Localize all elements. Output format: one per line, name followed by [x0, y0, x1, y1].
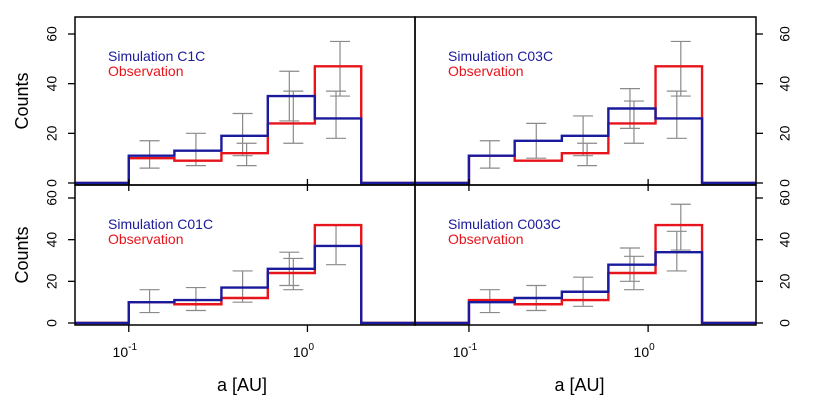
y-tick-label: 60 [777, 190, 793, 206]
y-tick-label: 40 [44, 76, 60, 92]
legend-entry: Observation [448, 63, 523, 79]
panel-frame [74, 16, 416, 186]
y-axis-label: Counts [12, 72, 32, 129]
legend-entry: Observation [108, 231, 183, 247]
y-tick-label: 40 [44, 232, 60, 248]
x-tick-label: 10-1 [453, 342, 478, 360]
histogram-series-simulation [75, 244, 415, 325]
panel-frame [74, 184, 416, 326]
y-tick-label: 60 [44, 26, 60, 42]
y-tick-label: 20 [777, 125, 793, 141]
y-tick-label: 60 [777, 26, 793, 42]
panel-frame [414, 184, 757, 326]
y-tick-label: 60 [44, 190, 60, 206]
histogram-series-simulation [75, 94, 415, 185]
histogram-series-observation [75, 65, 415, 185]
y-tick-label: 0 [44, 179, 60, 187]
y-tick-label: 20 [44, 125, 60, 141]
x-tick-label: 100 [293, 342, 315, 360]
legend-entry: Observation [448, 231, 523, 247]
y-tick-label: 20 [777, 273, 793, 289]
histogram-series-simulation [415, 250, 756, 325]
legend-entry: Observation [108, 63, 183, 79]
x-axis-label: a [AU] [554, 375, 604, 395]
y-axis-label: Counts [12, 226, 32, 283]
histogram-series-observation [415, 223, 756, 325]
legend-entry: Simulation C1C [108, 48, 205, 64]
histogram-series-simulation [415, 107, 756, 185]
x-axis-label: a [AU] [217, 375, 267, 395]
legend-entry: Simulation C03C [448, 48, 553, 64]
panel-frame [414, 16, 757, 186]
x-tick-label: 100 [634, 342, 656, 360]
legend-entry: Simulation C003C [448, 216, 561, 232]
y-tick-label: 40 [777, 76, 793, 92]
y-tick-label: 40 [777, 232, 793, 248]
y-tick-label: 0 [777, 319, 793, 327]
legend-entry: Simulation C01C [108, 216, 213, 232]
y-tick-label: 0 [777, 179, 793, 187]
y-tick-label: 20 [44, 273, 60, 289]
x-tick-label: 10-1 [113, 342, 138, 360]
y-tick-label: 0 [44, 319, 60, 327]
